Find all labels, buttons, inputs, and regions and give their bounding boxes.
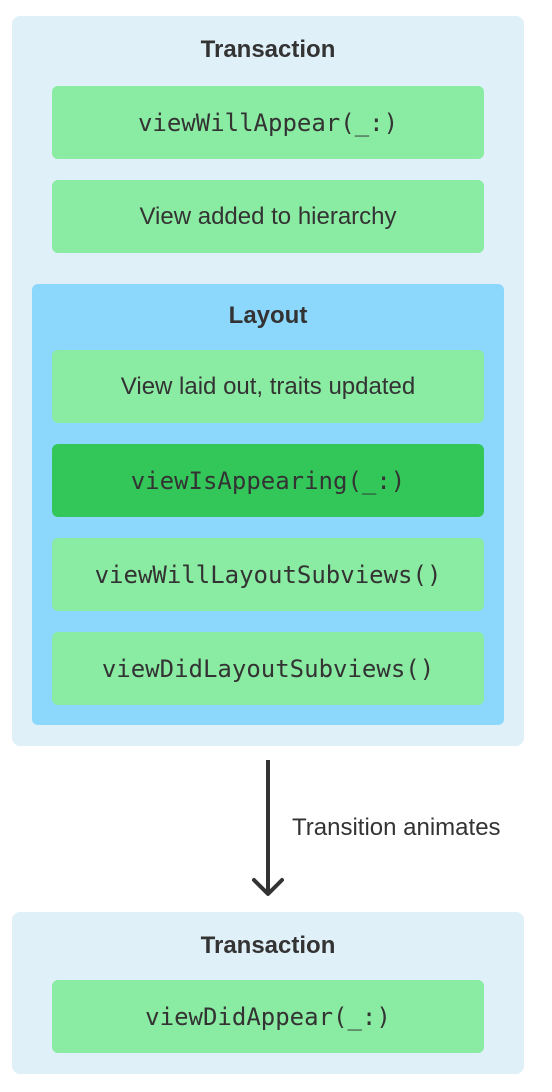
step-view-did-appear: viewDidAppear(_:) xyxy=(52,980,484,1053)
step-view-added-to-hierarchy: View added to hierarchy xyxy=(52,180,484,253)
step-view-will-layout-subviews: viewWillLayoutSubviews() xyxy=(52,538,484,611)
arrow-head xyxy=(252,878,284,896)
transition-label: Transition animates xyxy=(292,814,501,841)
step-view-will-appear: viewWillAppear(_:) xyxy=(52,86,484,159)
bottom-transaction-title: Transaction xyxy=(200,932,336,959)
down-arrow-icon xyxy=(244,760,292,900)
layout-title: Layout xyxy=(228,302,308,329)
step-view-is-appearing: viewIsAppearing(_:) xyxy=(52,444,484,517)
top-transaction-title: Transaction xyxy=(200,36,336,63)
down-arrow-svg xyxy=(252,760,284,896)
step-view-laid-out: View laid out, traits updated xyxy=(52,350,484,423)
step-view-did-layout-subviews: viewDidLayoutSubviews() xyxy=(52,632,484,705)
